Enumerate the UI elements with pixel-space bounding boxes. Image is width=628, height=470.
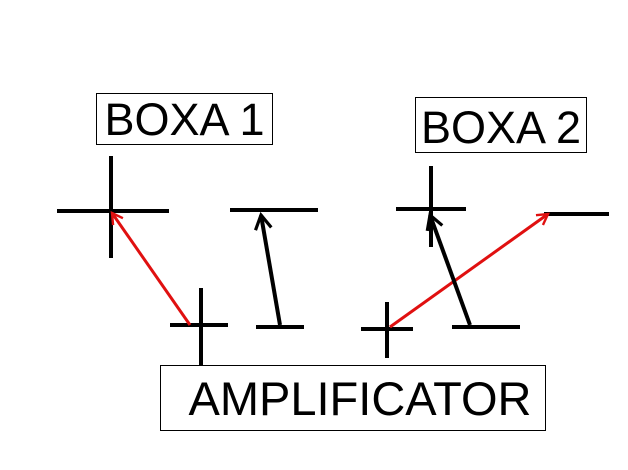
speaker-1-label-text: BOXA 1 bbox=[104, 93, 265, 145]
amplifier-plus-terminal-1 bbox=[170, 288, 228, 365]
amplifier-label-text: AMPLIFICATOR bbox=[188, 371, 532, 425]
wire-positive-to-speaker-1 bbox=[110, 211, 192, 326]
speaker-2-label: BOXA 2 bbox=[415, 97, 587, 153]
speaker-1-plus-terminal bbox=[57, 156, 169, 258]
amplifier-label: AMPLIFICATOR bbox=[160, 365, 546, 431]
wire-positive-to-speaker-2 bbox=[389, 212, 550, 329]
speaker-1-label: BOXA 1 bbox=[96, 93, 273, 145]
wire-negative-to-speaker-1 bbox=[253, 211, 282, 326]
wire-negative-to-speaker-2 bbox=[425, 211, 472, 326]
speaker-2-label-text: BOXA 2 bbox=[420, 101, 582, 153]
speaker-2-plus-terminal bbox=[396, 166, 466, 247]
amplifier-plus-terminal-2 bbox=[361, 302, 413, 358]
